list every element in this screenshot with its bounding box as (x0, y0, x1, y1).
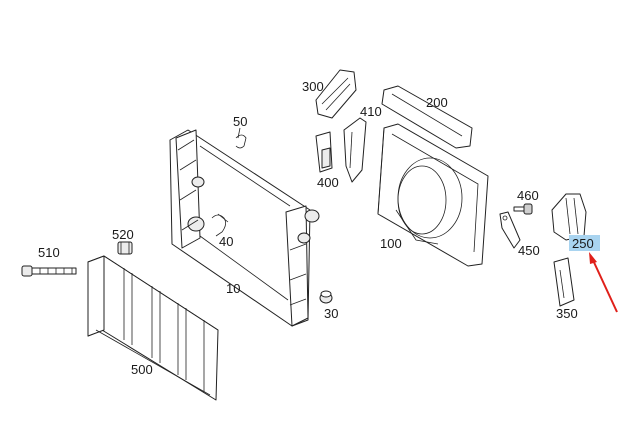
label-500[interactable]: 500 (131, 362, 153, 377)
label-410[interactable]: 410 (360, 104, 382, 119)
label-350[interactable]: 350 (556, 306, 578, 321)
part-510-bolt (21, 265, 77, 277)
part-450-bracket (499, 211, 521, 249)
part-410-bracket (343, 117, 367, 183)
part-400-bracket (315, 131, 333, 173)
label-30[interactable]: 30 (324, 306, 338, 321)
part-350-air-guide (553, 257, 575, 307)
label-460[interactable]: 460 (517, 188, 539, 203)
part-200-seal (381, 85, 473, 149)
part-300-bracket (315, 69, 357, 119)
label-200[interactable]: 200 (426, 95, 448, 110)
part-250-air-guide (551, 193, 587, 241)
part-460-screw (513, 203, 533, 215)
part-40-clip (211, 213, 229, 237)
part-500-shroud (87, 255, 219, 401)
label-250[interactable]: 250 (572, 236, 594, 251)
part-30-cap (319, 290, 333, 304)
red-arrow (589, 252, 618, 313)
label-40[interactable]: 40 (219, 234, 233, 249)
part-50-clip (235, 127, 247, 149)
label-510[interactable]: 510 (38, 245, 60, 260)
part-100-fan-shroud (377, 123, 489, 267)
label-10[interactable]: 10 (226, 281, 240, 296)
highlight-250 (569, 235, 600, 251)
label-300[interactable]: 300 (302, 79, 324, 94)
label-520[interactable]: 520 (112, 227, 134, 242)
label-450[interactable]: 450 (518, 243, 540, 258)
part-10-radiator (169, 129, 320, 327)
label-50[interactable]: 50 (233, 114, 247, 129)
label-100[interactable]: 100 (380, 236, 402, 251)
part-520-clip (117, 241, 133, 255)
label-400[interactable]: 400 (317, 175, 339, 190)
